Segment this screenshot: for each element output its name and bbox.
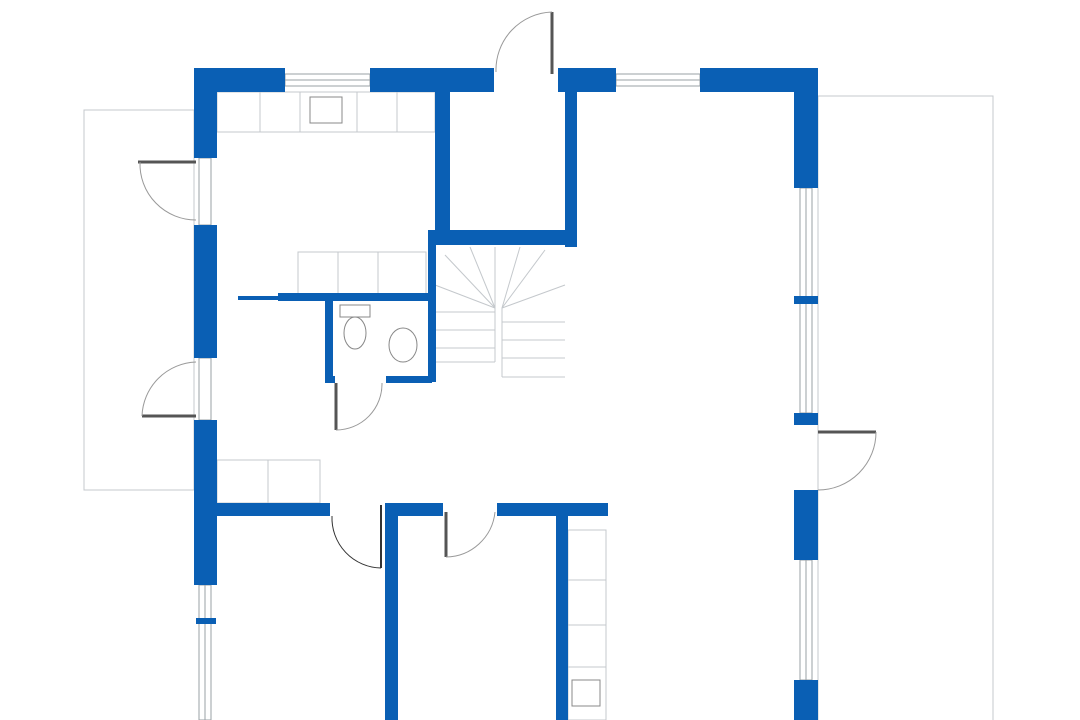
door-left-top[interactable] <box>138 160 197 221</box>
door-entrance[interactable] <box>495 11 554 74</box>
sink-icon <box>309 96 343 124</box>
fixtures <box>216 91 607 720</box>
sink-icon <box>571 679 601 707</box>
walls <box>194 68 818 720</box>
kitchen-counter-top <box>216 91 436 133</box>
toilet-icon <box>339 304 371 318</box>
windows <box>198 73 813 720</box>
terraces <box>83 95 994 720</box>
door-bedroom-left[interactable] <box>331 505 382 569</box>
doors <box>138 11 877 569</box>
right-terrace <box>817 95 994 720</box>
door-left-middle[interactable] <box>141 361 197 418</box>
door-right[interactable] <box>817 430 877 491</box>
staircase <box>434 246 566 378</box>
door-bedroom-middle[interactable] <box>444 511 496 558</box>
closet-row <box>297 251 427 295</box>
door-bathroom[interactable] <box>334 382 383 431</box>
washbasin-icon <box>388 327 418 363</box>
left-terrace <box>83 109 195 491</box>
